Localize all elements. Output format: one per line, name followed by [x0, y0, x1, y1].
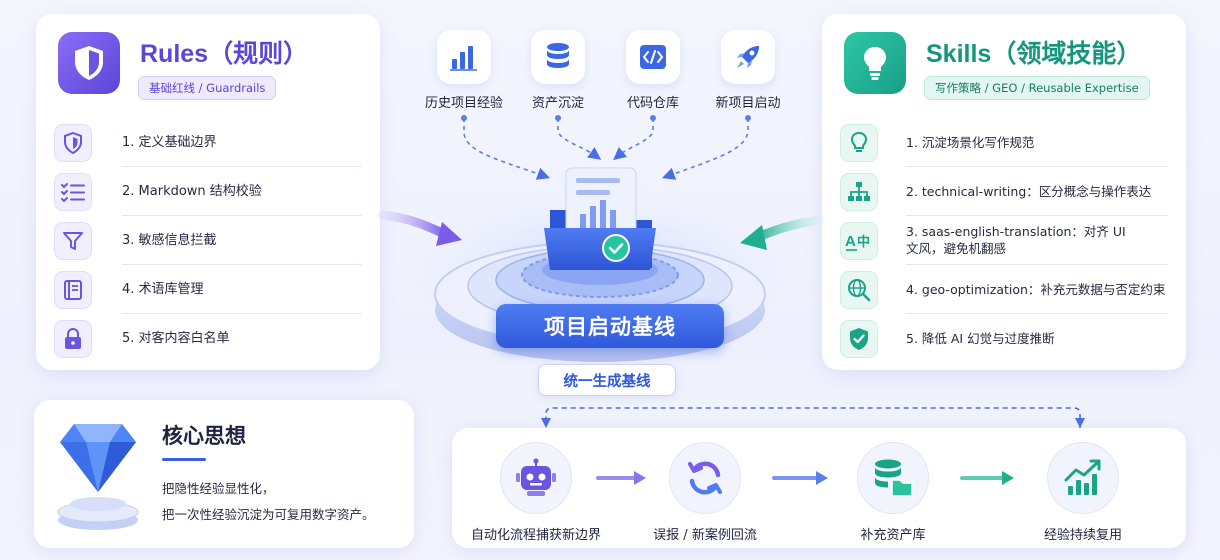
skills-item-label: 3. saas-english-translation：对齐 UI 文风，避免机… [906, 216, 1168, 265]
skills-item[interactable]: 2. technical-writing：区分概念与操作表达 [840, 167, 1168, 216]
rocket-icon [721, 30, 775, 84]
skills-title: Skills（领域技能） [926, 40, 1142, 68]
flow-step-capture[interactable]: 自动化流程捕获新边界 [451, 442, 621, 543]
skills-item[interactable]: 5. 降低 AI 幻觉与过度推断 [840, 314, 1168, 363]
growth-chart-icon [1047, 442, 1119, 514]
rules-item-label: 2. Markdown 结构校验 [122, 167, 362, 216]
rules-item-label: 5. 对客内容白名单 [122, 331, 230, 346]
skills-item[interactable]: 4. geo-optimization：补充元数据与否定约束 [840, 265, 1168, 314]
skills-item-text: 3. saas-english-translation：对齐 UI 文风，避免机… [906, 224, 1126, 256]
bar-chart-icon [437, 30, 491, 84]
core-idea-line-2: 把一次性经验沉淀为可复用数字资产。 [162, 507, 375, 522]
skills-list: 1. 沉淀场景化写作规范 2. technical-writing：区分概念与操… [840, 118, 1168, 363]
flow-step-supplement[interactable]: 补充资产库 [808, 442, 978, 543]
skills-item-label: 1. 沉淀场景化写作规范 [906, 118, 1168, 167]
rules-item[interactable]: 4. 术语库管理 [54, 265, 362, 314]
rules-panel: Rules（规则） 基础红线 / Guardrails 1. 定义基础边界 2.… [36, 14, 380, 370]
rules-item-label: 3. 敏感信息拦截 [122, 216, 362, 265]
flow-step-label: 自动化流程捕获新边界 [470, 528, 601, 543]
source-assets[interactable]: 资产沉淀 [518, 30, 598, 111]
source-label: 资产沉淀 [531, 96, 584, 111]
hierarchy-icon [840, 172, 878, 211]
shield-icon [54, 123, 92, 162]
rules-item[interactable]: 1. 定义基础边界 [54, 118, 362, 167]
flow-step-label: 经验持续复用 [1043, 528, 1122, 543]
rules-item[interactable]: 3. 敏感信息拦截 [54, 216, 362, 265]
lightbulb-icon [840, 123, 878, 162]
feedback-loop-connector [541, 407, 1085, 428]
skills-header: Skills（领域技能） 写作策略 / GEO / Reusable Exper… [844, 32, 1170, 116]
source-history[interactable]: 历史项目经验 [424, 30, 504, 111]
rules-item[interactable]: 5. 对客内容白名单 [54, 314, 362, 363]
lightbulb-icon [844, 32, 906, 94]
rules-item-label: 1. 定义基础边界 [122, 118, 362, 167]
globe-search-icon [840, 270, 878, 309]
source-new-project[interactable]: 新项目启动 [708, 30, 788, 111]
database-folder-icon [857, 442, 929, 514]
svg-text:中: 中 [857, 234, 870, 250]
refresh-icon [669, 442, 741, 514]
core-idea-panel: 核心思想 把隐性经验显性化， 把一次性经验沉淀为可复用数字资产。 [34, 400, 414, 548]
shield-check-icon [840, 319, 878, 358]
code-icon [626, 30, 680, 84]
robot-icon [500, 442, 572, 514]
lock-icon [54, 319, 92, 358]
unify-baseline-label: 统一生成基线 [538, 364, 676, 396]
database-icon [531, 30, 585, 84]
rules-item-label: 4. 术语库管理 [122, 265, 362, 314]
checklist-icon [54, 172, 92, 211]
shield-icon [58, 32, 120, 94]
source-label: 新项目启动 [715, 96, 781, 111]
skills-panel: Skills（领域技能） 写作策略 / GEO / Reusable Exper… [822, 14, 1186, 370]
project-baseline-label: 项目启动基线 [496, 304, 724, 348]
rules-list: 1. 定义基础边界 2. Markdown 结构校验 3. 敏感信息拦截 4. … [54, 118, 362, 363]
skills-item-label: 4. geo-optimization：补充元数据与否定约束 [906, 265, 1168, 314]
core-idea-line-1: 把隐性经验显性化， [162, 481, 275, 496]
skills-item-label: 2. technical-writing：区分概念与操作表达 [906, 167, 1168, 216]
skills-item-label: 5. 降低 AI 幻觉与过度推断 [906, 331, 1055, 346]
core-idea-divider [162, 458, 206, 461]
flow-step-reuse[interactable]: 经验持续复用 [998, 442, 1168, 543]
core-idea-title: 核心思想 [162, 424, 246, 448]
rules-item[interactable]: 2. Markdown 结构校验 [54, 167, 362, 216]
svg-text:A: A [845, 233, 856, 250]
skills-tag: 写作策略 / GEO / Reusable Expertise [924, 76, 1150, 100]
flow-step-feedback[interactable]: 误报 / 新案例回流 [620, 442, 790, 543]
rules-tag: 基础红线 / Guardrails [138, 76, 277, 100]
filter-icon [54, 221, 92, 260]
flow-step-label: 补充资产库 [860, 528, 926, 543]
rules-title: Rules（规则） [140, 40, 309, 68]
diamond-icon [57, 424, 139, 530]
skills-item[interactable]: 1. 沉淀场景化写作规范 [840, 118, 1168, 167]
source-label: 历史项目经验 [424, 96, 503, 111]
source-label: 代码仓库 [626, 96, 679, 111]
flow-step-label: 误报 / 新案例回流 [653, 528, 757, 543]
rules-header: Rules（规则） 基础红线 / Guardrails [58, 32, 364, 116]
source-code[interactable]: 代码仓库 [613, 30, 693, 111]
book-icon [54, 270, 92, 309]
